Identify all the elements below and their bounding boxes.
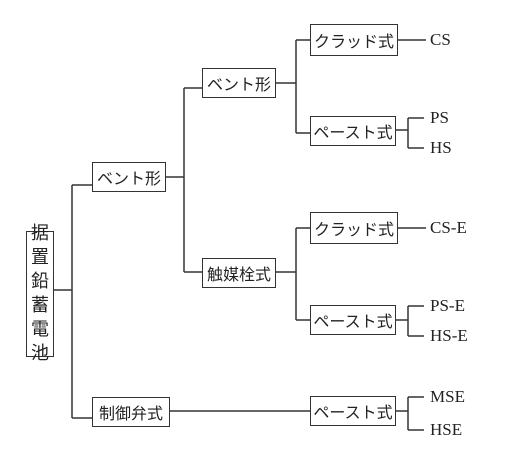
root-char: 電 bbox=[31, 319, 49, 340]
connector-valve-paste bbox=[396, 396, 424, 431]
connector-l1-vent bbox=[166, 87, 202, 273]
root-char: 池 bbox=[31, 343, 49, 364]
connector-cat-paste bbox=[396, 305, 424, 337]
connector-root bbox=[54, 184, 92, 419]
valve-paste-box: ペースト式 bbox=[310, 396, 396, 426]
leaf-hse: HSE bbox=[430, 420, 463, 439]
vent-clad-box: クラッド式 bbox=[310, 24, 398, 56]
leaf-hs-e: HS-E bbox=[430, 326, 468, 345]
leaf-ps-e: PS-E bbox=[430, 296, 465, 315]
connector-vent-paste bbox=[396, 117, 424, 149]
root-char: 据 bbox=[31, 223, 49, 244]
leaf-mse: MSE bbox=[430, 387, 465, 406]
root-char: 蓄 bbox=[31, 295, 49, 316]
leaf-cs-e: CS-E bbox=[430, 218, 467, 237]
level1-valve-box: 制御弁式 bbox=[92, 397, 170, 427]
catalyst-paste-box: ペースト式 bbox=[310, 305, 396, 335]
root-char: 置 bbox=[31, 247, 49, 268]
level1-vent-box: ベント形 bbox=[92, 162, 166, 192]
level2-vent-box: ベント形 bbox=[202, 68, 276, 98]
vent-paste-box: ペースト式 bbox=[310, 116, 396, 146]
connector-l2-catalyst bbox=[276, 227, 310, 321]
catalyst-clad-box: クラッド式 bbox=[310, 212, 398, 244]
level2-catalyst-box: 触媒栓式 bbox=[202, 258, 276, 288]
root-char: 鉛 bbox=[31, 271, 49, 292]
leaf-cs: CS bbox=[430, 30, 451, 49]
connector-l2-vent bbox=[276, 39, 310, 134]
leaf-hs: HS bbox=[430, 138, 452, 157]
root-box: 据 置 鉛 蓄 電 池 bbox=[26, 223, 54, 364]
leaf-ps: PS bbox=[430, 108, 449, 127]
